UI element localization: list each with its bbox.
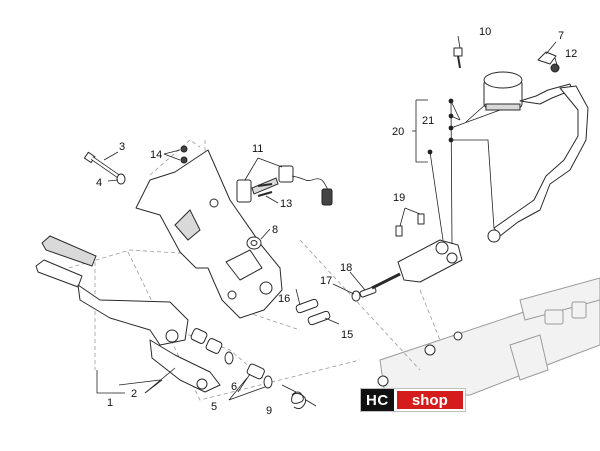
hcshop-watermark-logo: HC shop — [360, 388, 466, 412]
screws-14 — [180, 145, 188, 164]
callout-2: 2 — [131, 388, 137, 400]
logo-shop-text: shop — [396, 391, 463, 409]
callout-3: 3 — [119, 141, 125, 153]
callout-6: 6 — [231, 381, 237, 393]
logo-hc-text: HC — [361, 389, 394, 411]
callout-4: 4 — [96, 177, 102, 189]
washer-pin — [351, 286, 377, 302]
brake-fluid-reservoir — [453, 47, 589, 243]
clevis-pins — [295, 298, 331, 326]
callout-16: 16 — [278, 293, 290, 305]
callout-labels: 1 2 3 4 5 6 7 8 9 10 11 12 13 14 15 16 1… — [96, 26, 577, 417]
callout-17: 17 — [320, 275, 332, 287]
callout-5: 5 — [211, 401, 217, 413]
bush-8 — [246, 236, 262, 250]
callout-10: 10 — [479, 26, 491, 38]
callout-18: 18 — [340, 262, 352, 274]
pedal-bushes — [190, 328, 273, 389]
bolt-3 — [83, 151, 126, 185]
vehicle-frame — [377, 277, 600, 396]
callout-12: 12 — [565, 48, 577, 60]
callout-1: 1 — [107, 397, 113, 409]
stop-switch — [236, 165, 333, 206]
callout-11: 11 — [252, 143, 263, 155]
callout-19: 19 — [393, 192, 405, 204]
leader-lines — [96, 35, 558, 401]
callout-14: 14 — [150, 149, 162, 161]
callout-8: 8 — [272, 224, 278, 236]
pedal-bracket — [135, 149, 283, 319]
callout-9: 9 — [266, 405, 272, 417]
callout-20: 20 — [392, 126, 404, 138]
rear-master-cylinder — [371, 213, 463, 290]
callout-15: 15 — [341, 329, 353, 341]
brake-pedal — [35, 235, 221, 393]
callout-21: 21 — [422, 115, 434, 127]
callout-13: 13 — [280, 198, 292, 210]
callout-7: 7 — [558, 30, 564, 42]
return-spring — [281, 384, 317, 410]
